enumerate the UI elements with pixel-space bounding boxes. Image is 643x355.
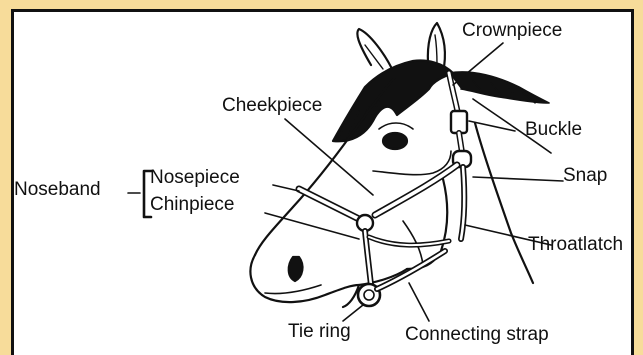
label-nosepiece: Nosepiece [150,168,240,187]
leader-chinpiece [265,213,359,239]
mouth-line [265,285,321,294]
muzzle [250,255,359,302]
nostril [289,257,303,281]
horse-halter-illustration [14,12,634,355]
cheek-jaw-curve [373,151,451,175]
label-buckle: Buckle [525,120,582,139]
label-chinpiece: Chinpiece [150,195,235,214]
diagram-panel [11,9,634,355]
left-ear [357,29,395,75]
label-connecting-strap: Connecting strap [405,325,549,344]
leader-connecting-strap [409,283,429,321]
eye-brow [379,123,413,129]
leader-tie-ring [343,305,363,321]
label-tie-ring: Tie ring [288,322,351,341]
leader-snap [473,177,563,181]
buckle [451,111,467,133]
label-throatlatch: Throatlatch [528,235,623,254]
label-snap: Snap [563,166,607,185]
label-noseband: Noseband [14,180,101,199]
neck-top-line [475,123,533,283]
nosepiece-strap-inner [299,189,363,221]
eye [383,133,407,149]
label-cheekpiece: Cheekpiece [222,96,322,115]
leader-nosepiece [273,185,299,191]
label-crownpiece: Crownpiece [462,21,562,40]
